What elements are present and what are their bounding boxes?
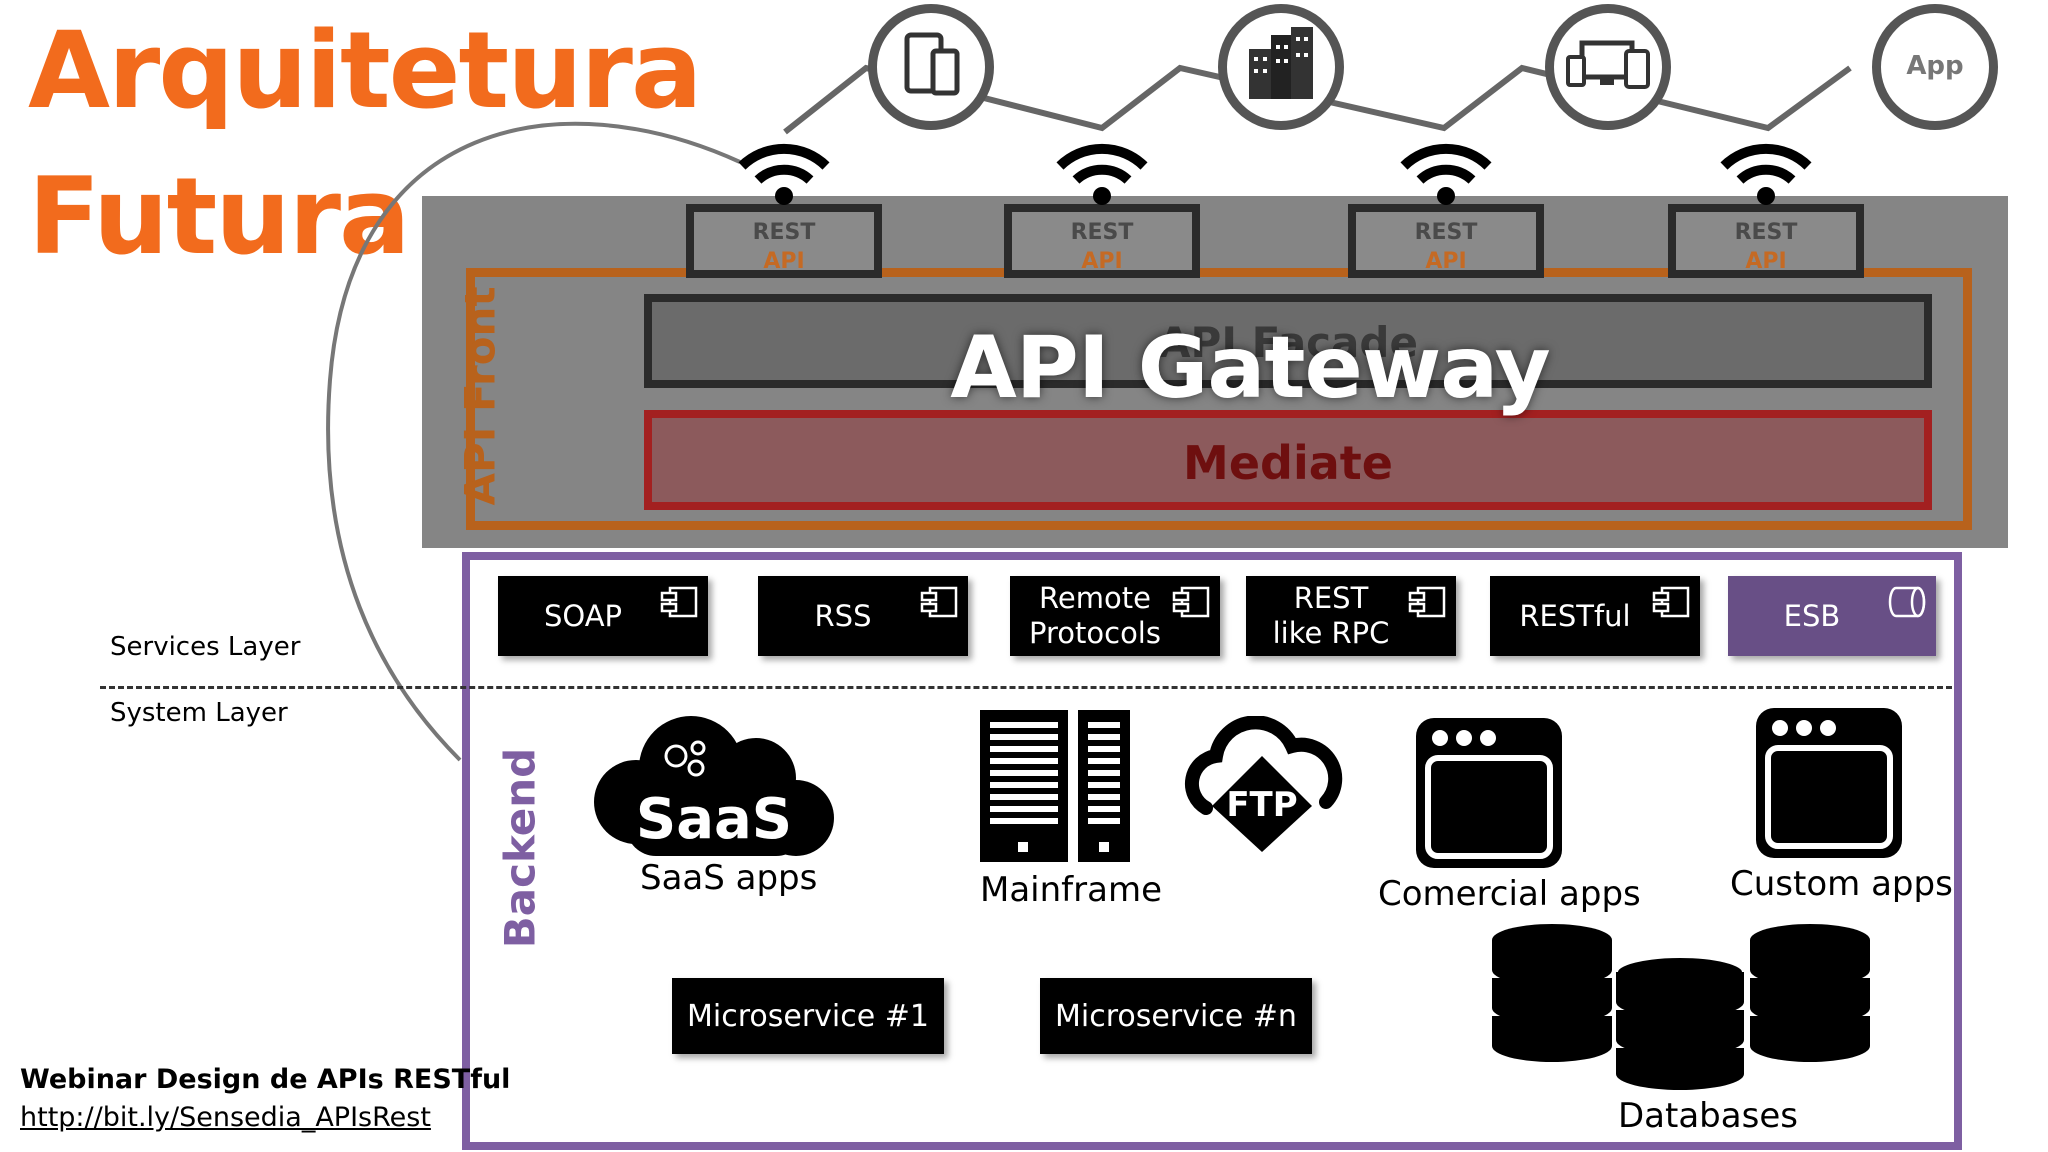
gateway-curve <box>326 121 741 762</box>
rest-api-box-2: REST API <box>1004 204 1200 278</box>
comercial-app-window-icon <box>1416 718 1562 868</box>
rest-api-box-1: REST API <box>686 204 882 278</box>
comercial-apps-caption: Comercial apps <box>1378 874 1641 914</box>
cylinder-icon <box>1888 586 1926 618</box>
saas-badge: SaaS <box>636 787 792 852</box>
footer-title: Webinar Design de APIs RESTful <box>20 1064 511 1095</box>
api-gateway-title: API Gateway <box>950 318 1550 418</box>
api-front-box <box>466 268 1972 530</box>
service-esb: ESB <box>1728 576 1936 656</box>
custom-apps-caption: Custom apps <box>1730 864 1953 904</box>
service-remote-protocols: Remote Protocols <box>1010 576 1220 656</box>
mainframe-caption: Mainframe <box>980 870 1162 910</box>
service-label: Remote Protocols <box>1029 581 1161 650</box>
service-label: RSS <box>814 598 872 633</box>
saas-caption: SaaS apps <box>640 858 818 898</box>
rest-api-box-4: REST API <box>1668 204 1864 278</box>
title-line-1: Arquitetura <box>28 9 702 132</box>
api-label: API <box>1425 249 1467 274</box>
custom-app-window-icon <box>1756 708 1902 858</box>
database-cylinder-1 <box>1492 924 1612 1062</box>
wifi-icon <box>1400 143 1492 205</box>
component-icon <box>1652 586 1690 618</box>
device-circle-mobile <box>868 4 994 130</box>
device-circle-building <box>1218 4 1344 130</box>
service-restful: RESTful <box>1490 576 1700 656</box>
building-icon <box>1249 27 1313 99</box>
layer-divider <box>100 686 1952 689</box>
app-label: App <box>1906 51 1964 81</box>
system-layer-label: System Layer <box>110 698 288 728</box>
database-cylinder-2 <box>1750 924 1870 1062</box>
microservice-1-box: Microservice #1 <box>672 978 944 1054</box>
wifi-icon <box>738 143 830 205</box>
service-label: SOAP <box>543 598 623 633</box>
service-label: ESB <box>1783 598 1841 633</box>
api-label: API <box>1081 249 1123 274</box>
api-label: API <box>763 249 805 274</box>
api-label: API <box>1745 249 1787 274</box>
wifi-icon <box>1056 143 1148 205</box>
ftp-badge: FTP <box>1226 785 1297 825</box>
mediate-bar: Mediate <box>644 410 1932 510</box>
device-circle-multi <box>1545 4 1671 130</box>
rest-label: REST <box>1414 220 1478 245</box>
rest-label: REST <box>752 220 816 245</box>
service-rest-like-rpc: REST like RPC <box>1246 576 1456 656</box>
mediate-label: Mediate <box>1183 436 1393 490</box>
saas-cloud-icon: SaaS <box>594 716 834 856</box>
mobile-devices-icon <box>904 32 960 96</box>
component-icon <box>660 586 698 618</box>
footer-link[interactable]: http://bit.ly/Sensedia_APIsRest <box>20 1102 431 1133</box>
api-facade-bar: API Facade <box>644 294 1932 388</box>
microservice-n-box: Microservice #n <box>1040 978 1312 1054</box>
multi-device-icon <box>1566 40 1650 89</box>
mainframe-icon <box>980 710 1130 862</box>
databases-caption: Databases <box>1618 1096 1798 1136</box>
component-icon <box>920 586 958 618</box>
database-cylinder-3 <box>1614 954 1746 1090</box>
service-rss: RSS <box>758 576 968 656</box>
service-soap: SOAP <box>498 576 708 656</box>
api-facade-label: API Facade <box>1158 318 1418 367</box>
rest-api-box-3: REST API <box>1348 204 1544 278</box>
wifi-icon <box>1720 143 1812 205</box>
service-label: RESTful <box>1519 598 1631 633</box>
title-line-2: Futura <box>28 155 411 278</box>
device-circle-app: App <box>1872 4 1998 130</box>
rest-label: REST <box>1070 220 1134 245</box>
services-layer-label: Services Layer <box>110 632 301 662</box>
databases-icon <box>1492 924 1870 1090</box>
service-label: REST like RPC <box>1272 581 1390 650</box>
rest-label: REST <box>1734 220 1798 245</box>
ftp-cloud-icon: FTP <box>1184 716 1343 852</box>
component-icon <box>1172 586 1210 618</box>
component-icon <box>1408 586 1446 618</box>
